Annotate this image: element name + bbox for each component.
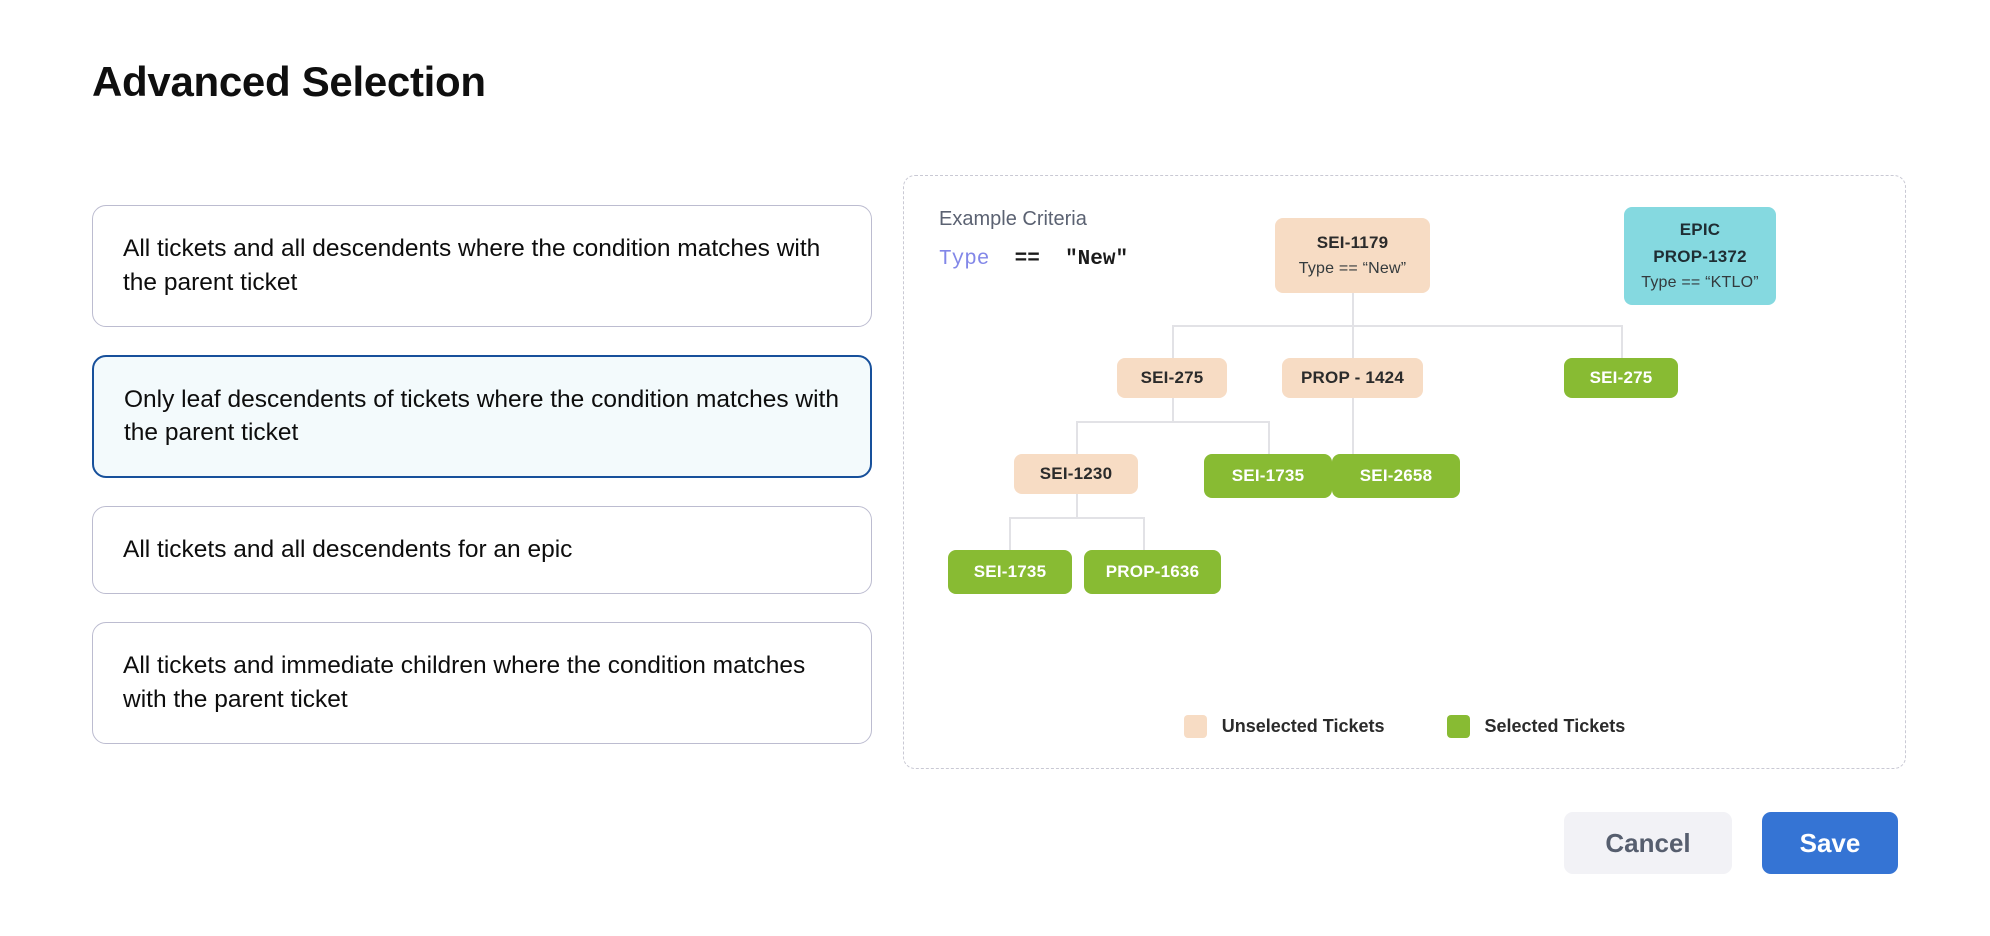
ticket-node-key: PROP-1372 — [1653, 247, 1747, 266]
ticket-node-sei-275-a[interactable]: SEI-275 — [1117, 358, 1227, 398]
option-list: All tickets and all descendents where th… — [92, 205, 872, 772]
connector-row2-drop-2 — [1352, 325, 1354, 358]
connector-row4-drop-2 — [1143, 517, 1145, 550]
option-card-all-descendents[interactable]: All tickets and all descendents where th… — [92, 205, 872, 327]
ticket-node-title: SEI-1179 — [1316, 233, 1389, 252]
legend-label: Unselected Tickets — [1221, 716, 1385, 736]
ticket-node-title: SEI-2658 — [1359, 466, 1433, 485]
legend-item-unselected: Unselected Tickets — [1183, 715, 1385, 738]
connector-sei1230-down — [1076, 485, 1078, 518]
option-card-leaf-descendents[interactable]: Only leaf descendents of tickets where t… — [92, 354, 872, 479]
ticket-node-title: PROP-1636 — [1105, 562, 1200, 581]
ticket-node-title: SEI-1735 — [973, 562, 1047, 581]
criteria-expression: Type == "New" — [939, 248, 1128, 271]
connector-row3-drop-2 — [1268, 421, 1270, 454]
connector-root-down — [1352, 292, 1354, 326]
connector-row3-drop-1 — [1076, 421, 1078, 454]
connector-row3-bus — [1076, 421, 1269, 423]
ticket-node-epic-prop-1372[interactable]: EPIC PROP-1372 Type == “KTLO” — [1624, 207, 1776, 305]
ticket-node-title: PROP - 1424 — [1301, 368, 1404, 387]
legend-swatch-selected-icon — [1446, 715, 1470, 738]
legend-swatch-unselected-icon — [1183, 715, 1207, 738]
legend-label: Selected Tickets — [1484, 716, 1626, 736]
criteria-label: Example Criteria — [939, 208, 1087, 230]
ticket-node-sei-275-b[interactable]: SEI-275 — [1564, 358, 1678, 398]
connector-row4-drop-1 — [1009, 517, 1011, 550]
ticket-node-title: SEI-275 — [1589, 368, 1653, 387]
example-diagram-panel: Example Criteria Type == "New" SEI-1179 … — [903, 175, 1906, 769]
cancel-button[interactable]: Cancel — [1564, 812, 1732, 874]
criteria-key: Type — [939, 248, 990, 271]
ticket-node-prop-1424[interactable]: PROP - 1424 — [1282, 358, 1423, 398]
option-card-immediate-children[interactable]: All tickets and immediate children where… — [92, 621, 872, 744]
ticket-node-sei-1735-a[interactable]: SEI-1735 — [1204, 454, 1332, 498]
legend-item-selected: Selected Tickets — [1446, 715, 1626, 738]
connector-row2-drop-3 — [1621, 325, 1623, 358]
ticket-node-title: SEI-275 — [1140, 368, 1204, 387]
ticket-node-prop-1636[interactable]: PROP-1636 — [1084, 550, 1221, 594]
ticket-node-sei-2658[interactable]: SEI-2658 — [1332, 454, 1460, 498]
connector-row4-bus — [1009, 517, 1144, 519]
footer-actions: Cancel Save — [1564, 812, 1898, 874]
ticket-node-title: SEI-1230 — [1039, 464, 1113, 483]
page-title: Advanced Selection — [92, 58, 486, 105]
ticket-node-title: SEI-1735 — [1231, 466, 1305, 485]
connector-row2-drop-1 — [1172, 325, 1174, 358]
save-button[interactable]: Save — [1762, 812, 1898, 874]
criteria-operator: == — [1014, 248, 1040, 271]
ticket-node-sei-1179[interactable]: SEI-1179 Type == “New” — [1275, 218, 1430, 293]
ticket-node-title: EPIC — [1679, 220, 1721, 239]
ticket-node-sei-1735-b[interactable]: SEI-1735 — [948, 550, 1072, 594]
diagram-legend: Unselected Tickets Selected Tickets — [904, 715, 1905, 738]
ticket-node-sei-1230[interactable]: SEI-1230 — [1014, 454, 1138, 494]
connector-sei275-down — [1172, 389, 1174, 422]
criteria-value: "New" — [1065, 248, 1129, 271]
ticket-node-condition: Type == “KTLO” — [1641, 274, 1759, 291]
connector-row2-bus — [1172, 325, 1622, 327]
option-card-epic-descendents[interactable]: All tickets and all descendents for an e… — [92, 506, 872, 594]
ticket-node-condition: Type == “New” — [1298, 260, 1407, 277]
connector-prop1424-down — [1352, 389, 1354, 454]
